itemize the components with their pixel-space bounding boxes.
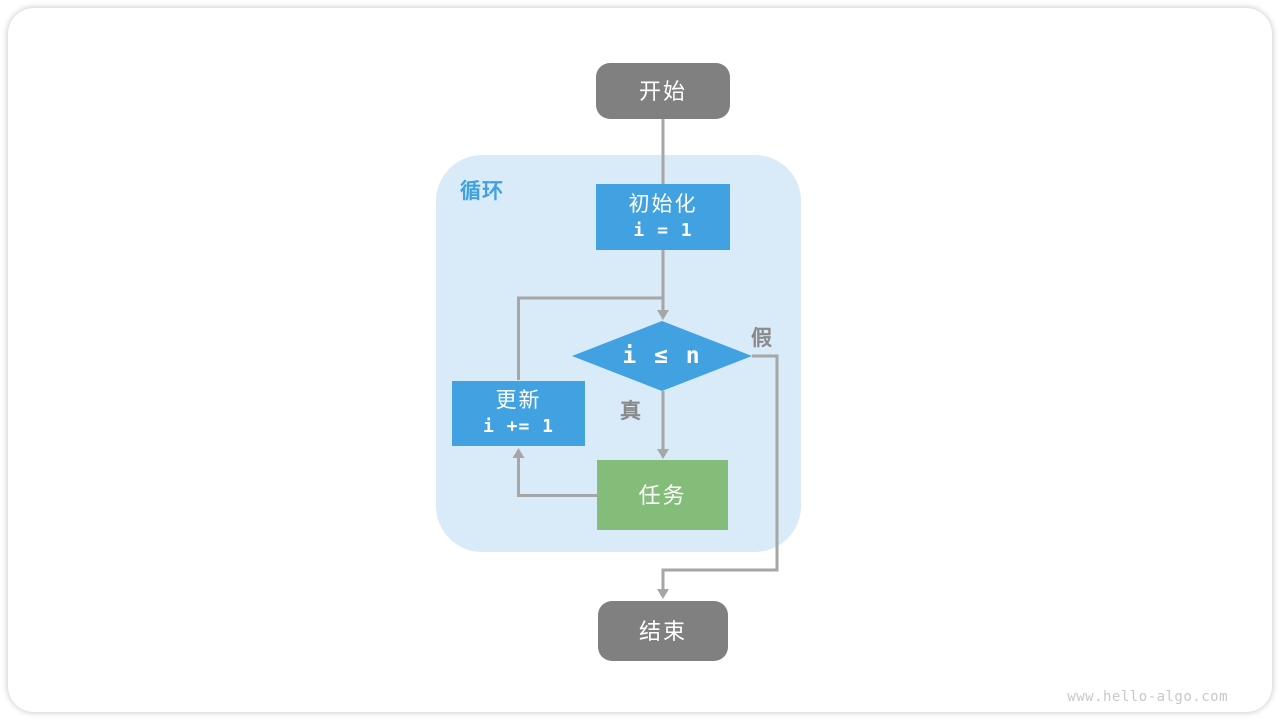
init-node: 初始化 i = 1	[596, 184, 730, 250]
true-branch-label: 真	[620, 400, 642, 423]
update-node-title: 更新	[495, 389, 542, 412]
init-node-title: 初始化	[628, 192, 698, 216]
end-node: 结束	[598, 601, 728, 661]
arrowhead-into-end	[657, 589, 669, 599]
site-watermark: www.hello-algo.com	[1067, 689, 1228, 705]
figure-card: 开始 循环 初始化 i = 1 i ≤ n 假 真 更新 i += 1 任务 结…	[8, 8, 1272, 712]
end-node-label: 结束	[638, 618, 687, 644]
loop-region-label: 循环	[460, 180, 504, 203]
start-node-label: 开始	[638, 78, 687, 104]
task-node-label: 任务	[638, 482, 687, 508]
update-node-code: i += 1	[482, 416, 555, 437]
init-node-code: i = 1	[633, 219, 693, 241]
update-node: 更新 i += 1	[452, 381, 585, 446]
task-node: 任务	[597, 460, 728, 530]
false-branch-label: 假	[751, 327, 773, 350]
start-node: 开始	[596, 63, 730, 119]
condition-label: i ≤ n	[622, 343, 702, 369]
